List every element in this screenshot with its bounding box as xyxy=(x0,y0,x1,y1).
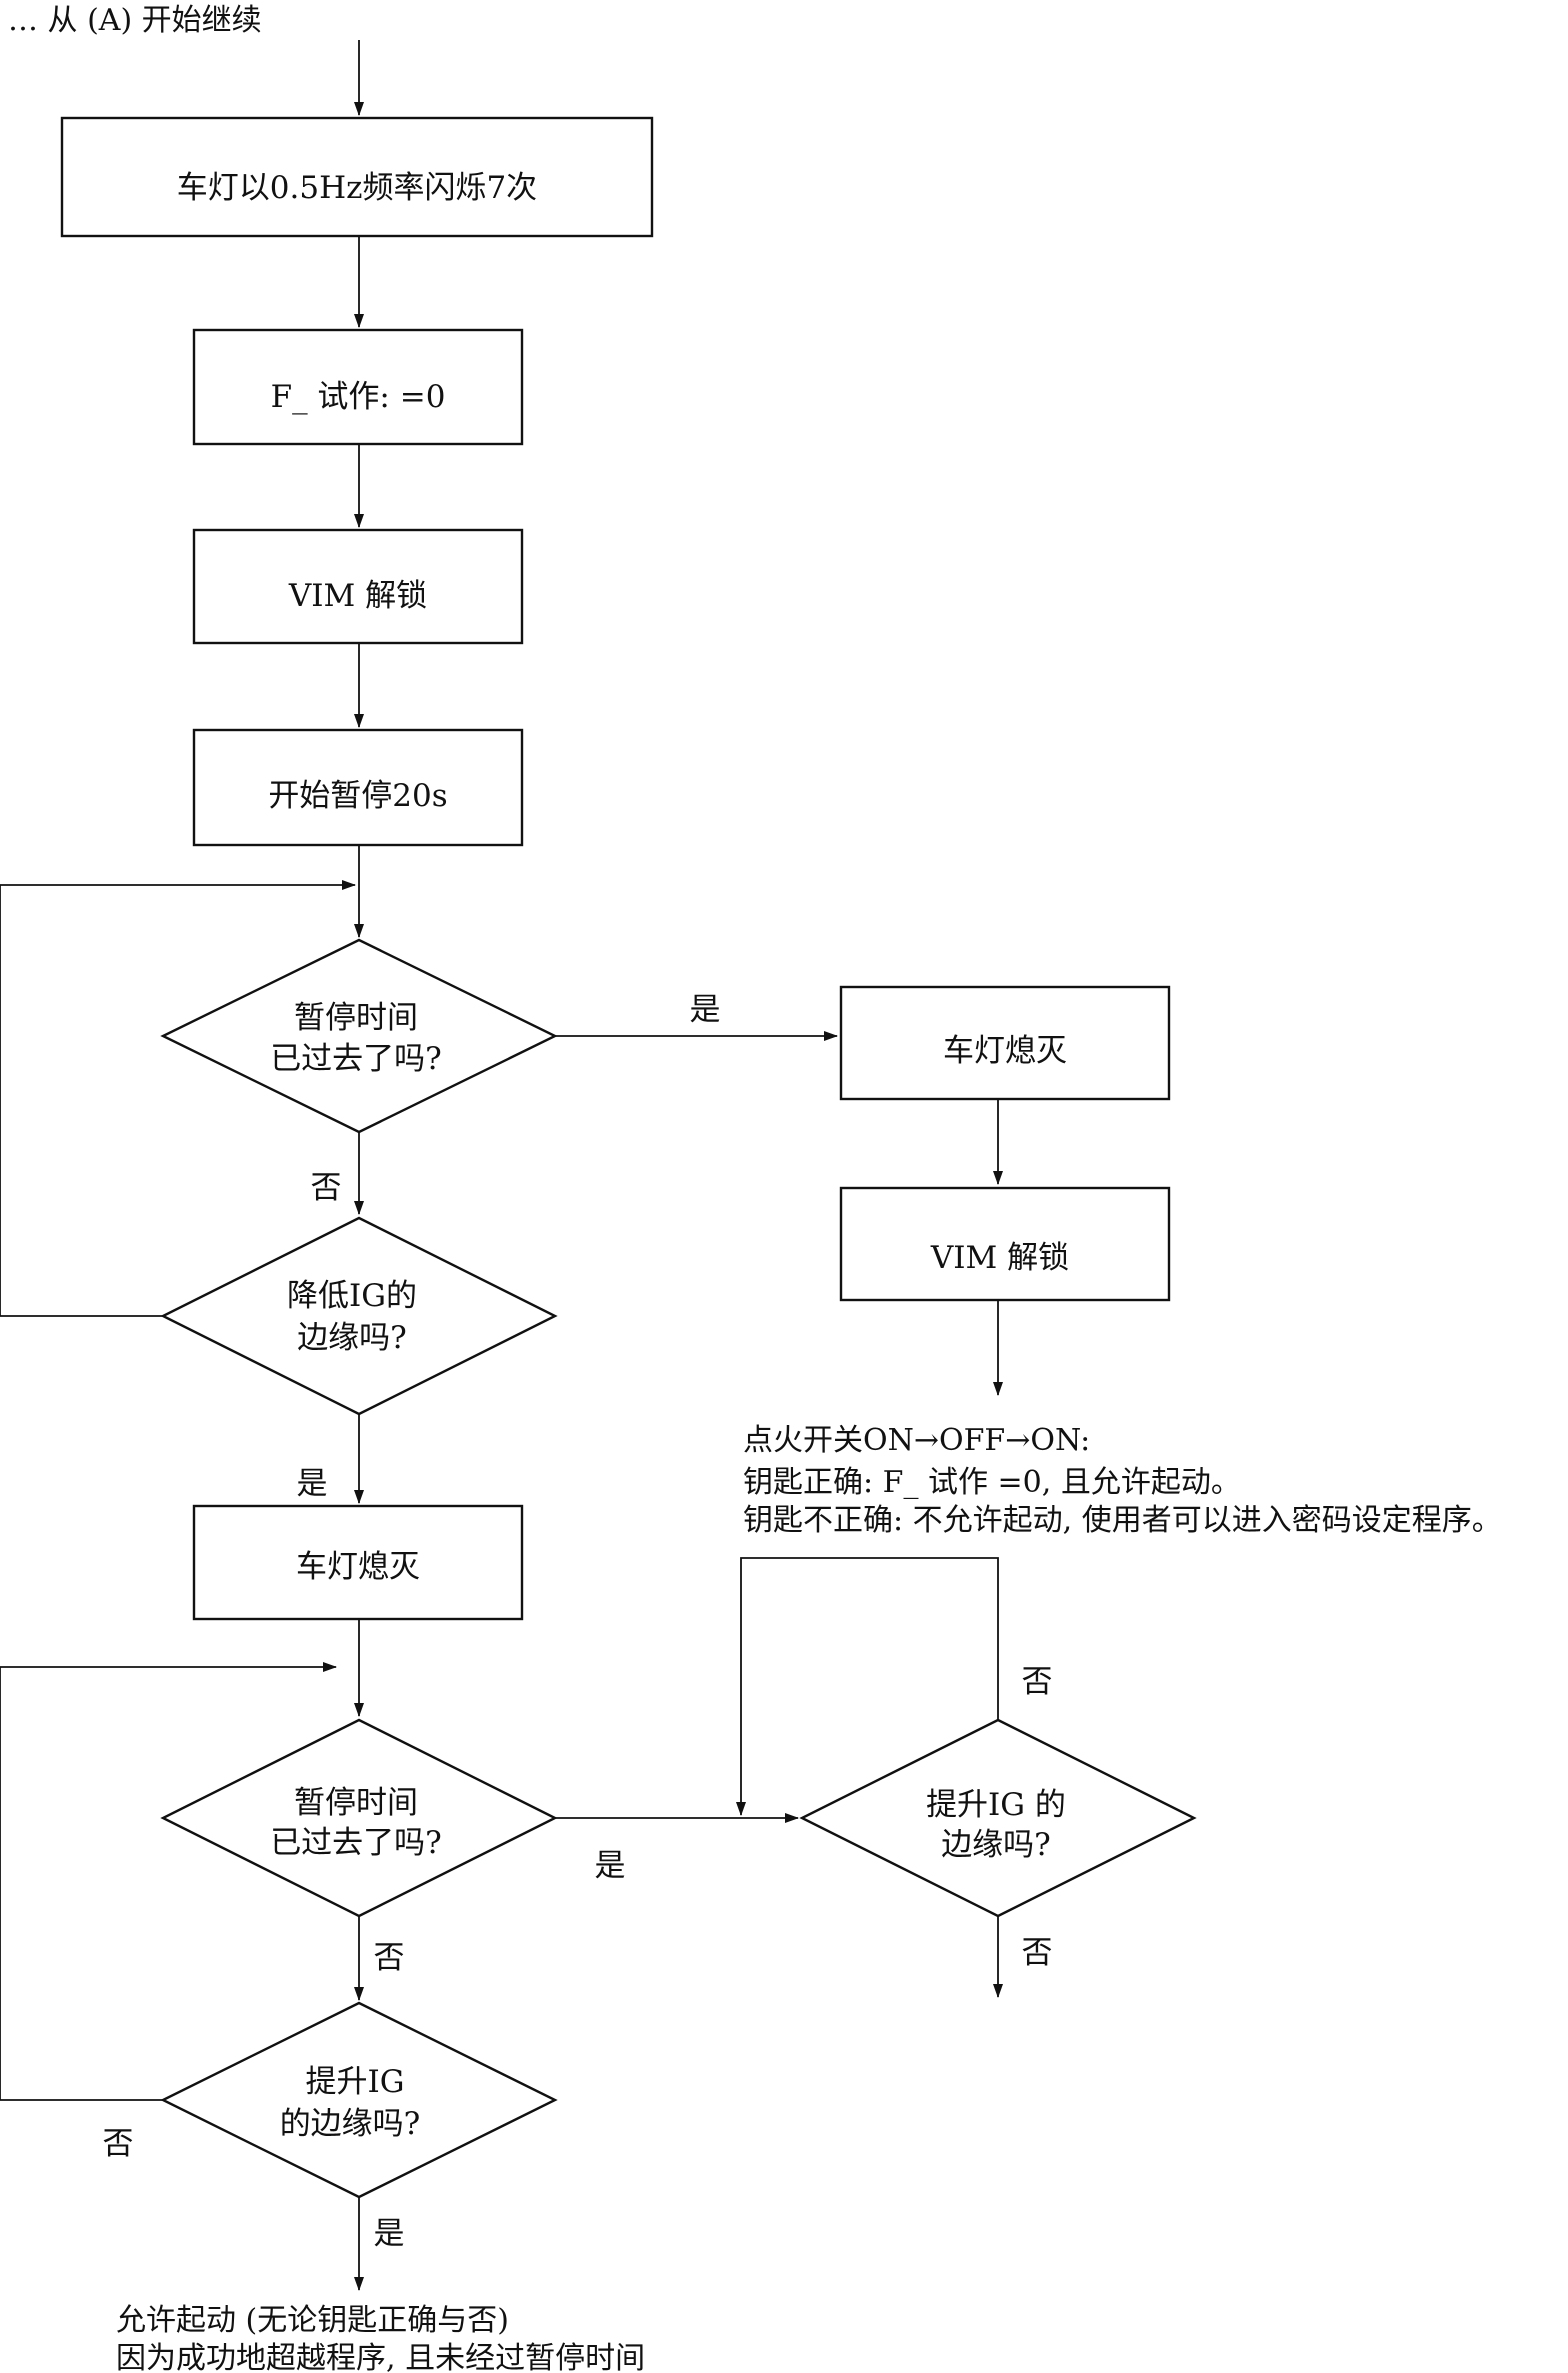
allow-start-line1: 允许起动 (无论钥匙正确与否) xyxy=(116,2303,509,2338)
ig-falling-edge-diamond xyxy=(160,1216,558,1416)
no-label-4: 否 xyxy=(103,2126,134,2162)
ig-rising-right-line1: 提升IG 的 xyxy=(926,1787,1066,1823)
yes-label-1: 是 xyxy=(690,992,721,1028)
ig-rising-bottom-line2: 的边缘吗? xyxy=(280,2106,421,2142)
loop-back-1 xyxy=(0,880,356,1317)
lamp-off-box-2 xyxy=(192,1504,524,1621)
start-pause-text: 开始暂停20s xyxy=(268,778,447,814)
ig-falling-edge-line1: 降低IG的 xyxy=(287,1278,417,1314)
ignition-note-line3: 钥匙不正确: 不允许起动, 使用者可以进入密码设定程序。 xyxy=(743,1503,1502,1538)
lamp-off-text-2: 车灯熄灭 xyxy=(296,1549,420,1585)
no-label-right-top: 否 xyxy=(1022,1664,1053,1700)
ig-rising-right-line2: 边缘吗? xyxy=(941,1827,1051,1863)
yes-label-3: 是 xyxy=(595,1848,626,1884)
vim-unlock-text-1: VIM 解锁 xyxy=(288,578,427,614)
start-label: … 从 (A) 开始继续 xyxy=(8,3,262,38)
ig-falling-edge-line2: 边缘吗? xyxy=(297,1320,407,1356)
ignition-note-line2: 钥匙正确: F_ 试作 =0, 且允许起动。 xyxy=(743,1465,1241,1500)
vim-unlock-text-2: VIM 解锁 xyxy=(930,1240,1069,1276)
pause-elapsed-diamond-1 xyxy=(160,938,558,1134)
f-trial-zero-box xyxy=(192,328,524,446)
ig-rising-bottom-line1: 提升IG xyxy=(305,2064,404,2100)
ig-rising-edge-diamond-bottom xyxy=(160,2001,558,2199)
pause-elapsed-1-line1: 暂停时间 xyxy=(294,1000,418,1036)
f-trial-zero-text: F_ 试作: =0 xyxy=(271,379,446,415)
no-label-right-bottom: 否 xyxy=(1022,1935,1053,1971)
pause-elapsed-1-line2: 已过去了吗? xyxy=(270,1041,442,1077)
pause-elapsed-2-line1: 暂停时间 xyxy=(294,1785,418,1821)
no-label-3: 否 xyxy=(374,1940,405,1976)
yes-label-4: 是 xyxy=(374,2216,405,2252)
lamp-off-text-1: 车灯熄灭 xyxy=(943,1033,1067,1069)
no-label-1: 否 xyxy=(311,1170,342,1206)
loop-back-2 xyxy=(0,1662,337,2101)
vim-unlock-box-1 xyxy=(192,528,524,645)
loop-back-right xyxy=(736,1557,999,1816)
yes-label-2: 是 xyxy=(297,1466,328,1502)
lamp-off-box-1 xyxy=(839,985,1171,1101)
allow-start-line2: 因为成功地超越程序, 且未经过暂停时间 xyxy=(116,2341,645,2373)
start-pause-box xyxy=(192,728,524,847)
pause-elapsed-2-line2: 已过去了吗? xyxy=(270,1825,442,1861)
flash-7-box xyxy=(60,116,654,238)
ignition-note-line1: 点火开关ON→OFF→ON: xyxy=(743,1423,1090,1458)
flash-7-text: 车灯以0.5Hz频率闪烁7次 xyxy=(177,170,537,206)
vim-unlock-box-2 xyxy=(839,1186,1171,1302)
